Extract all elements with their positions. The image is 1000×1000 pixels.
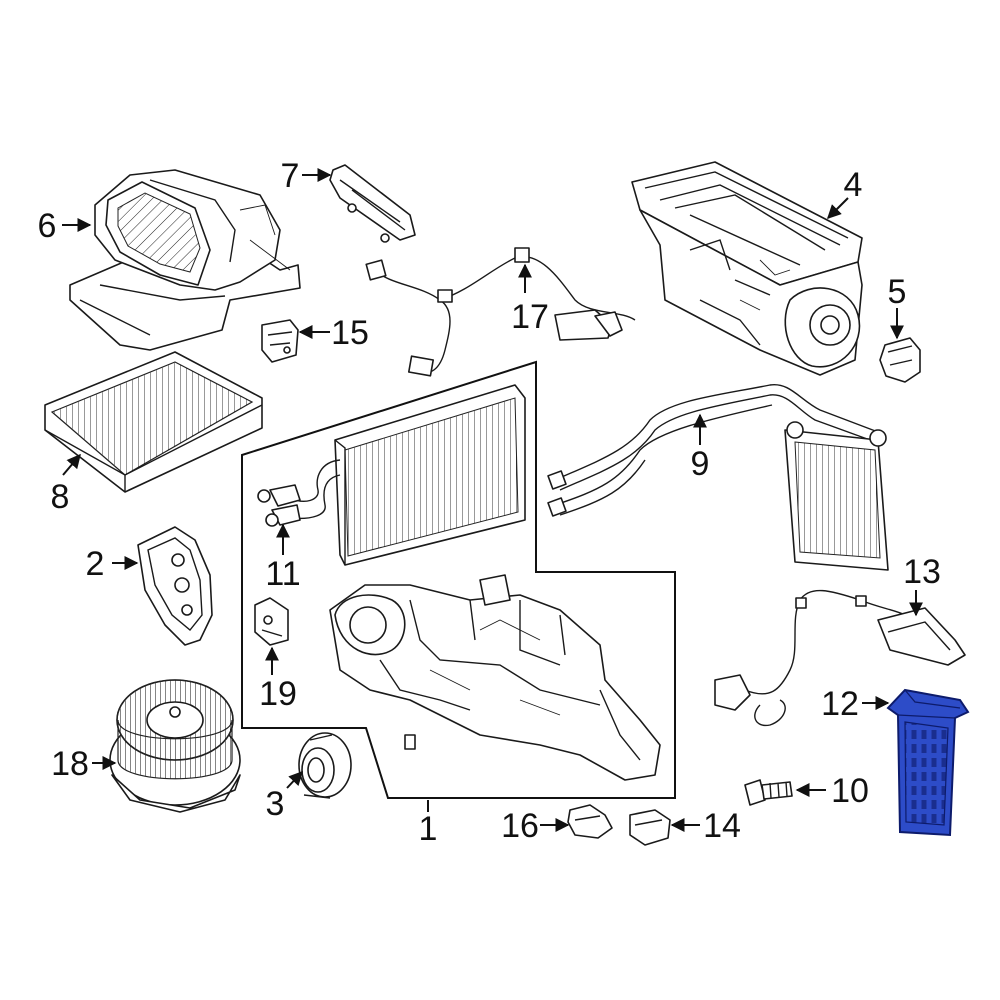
- callout-8: 8: [51, 478, 70, 516]
- callout-1: 1: [419, 810, 438, 848]
- temperature-sensor-part: [629, 809, 671, 846]
- grommet-part: [298, 732, 352, 799]
- clip-part: [261, 319, 299, 363]
- callout-19: 19: [259, 675, 297, 713]
- evaporator-core-part: [257, 384, 526, 566]
- callout-17: 17: [511, 298, 549, 336]
- leader-lines: [62, 168, 923, 832]
- callout-10: 10: [831, 772, 869, 810]
- blower-housing-part: [69, 169, 301, 351]
- heater-core-part: [547, 384, 889, 571]
- callout-9: 9: [691, 445, 710, 483]
- callout-18: 18: [51, 745, 89, 783]
- block-connector-part: [254, 597, 289, 646]
- blower-motor-part: [109, 679, 241, 813]
- gasket-seal-part: [137, 526, 213, 646]
- mode-actuator-bracket-part: [329, 164, 416, 243]
- callout-5: 5: [888, 273, 907, 311]
- callout-2: 2: [86, 545, 105, 583]
- callout-4: 4: [844, 166, 863, 204]
- callout-12: 12: [821, 685, 859, 723]
- callout-15: 15: [331, 314, 369, 352]
- hvac-case-part: [329, 574, 661, 781]
- cabin-air-filter-part: [44, 351, 263, 493]
- callout-14: 14: [703, 807, 741, 845]
- bolt-part: [744, 779, 793, 806]
- sensor-part: [567, 804, 613, 839]
- wiring-harness-upper-part: [365, 247, 636, 377]
- assembly-outline-box: [241, 360, 676, 799]
- highlighted-part-12: [886, 688, 970, 837]
- upper-case-housing-part: [631, 161, 863, 376]
- callout-6: 6: [38, 207, 57, 245]
- callout-16: 16: [501, 807, 539, 845]
- callout-7: 7: [281, 157, 300, 195]
- wiring-harness-right-part: [714, 589, 966, 727]
- callout-3: 3: [266, 785, 285, 823]
- callout-13: 13: [903, 553, 941, 591]
- callout-11: 11: [265, 555, 300, 593]
- actuator-motor-part: [879, 337, 921, 383]
